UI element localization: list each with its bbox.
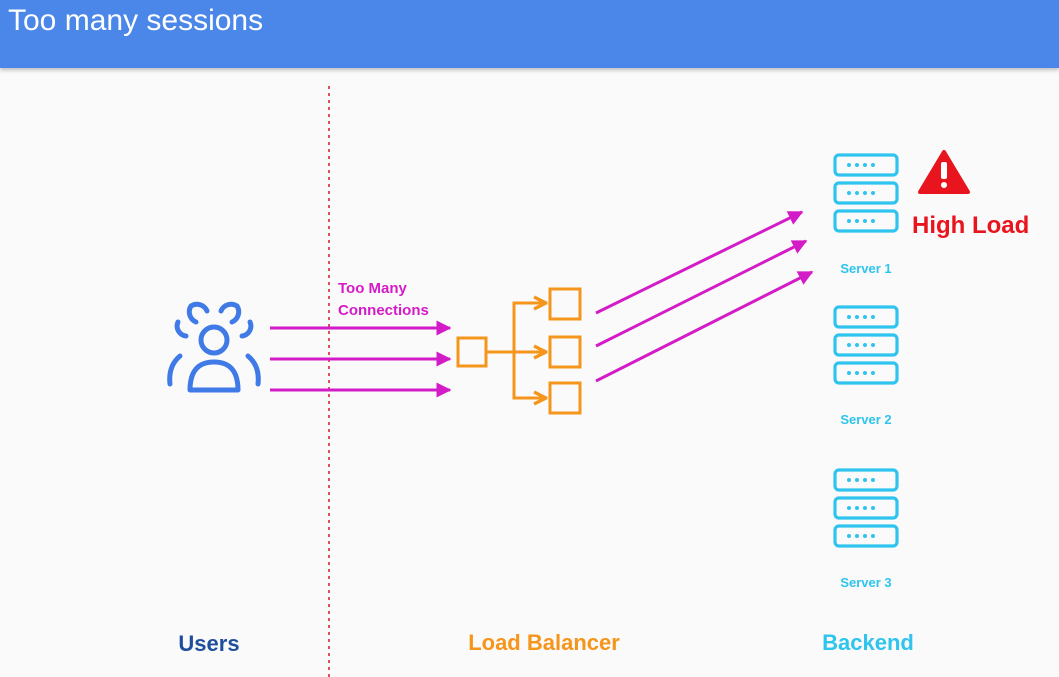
high-load-label: High Load [912,212,1029,239]
backend-section-label: Backend [822,630,914,655]
server-label: Server 2 [840,412,891,427]
page-title: Too many sessions [8,4,264,37]
load-balancer-icon [456,287,582,415]
connection-arrows [270,320,452,398]
users-group-icon [167,301,261,393]
backend-arrow [595,239,808,348]
header-bar: Too many sessions [0,0,1059,68]
backend-arrow [595,210,804,315]
connections-label-line2: Connections [338,302,429,319]
server-label: Server 3 [840,575,891,590]
server-rack-icon [833,305,899,385]
server-rack-icon [833,468,899,548]
load-balancer-section-label: Load Balancer [468,630,620,655]
server-rack-icon [833,153,899,233]
server-label: Server 1 [840,261,891,276]
backend-arrow [595,270,814,383]
warning-triangle-icon [918,150,970,194]
connections-label-line1: Too Many [338,280,408,297]
users-section-label: Users [178,631,239,656]
backend-arrows [595,210,814,383]
